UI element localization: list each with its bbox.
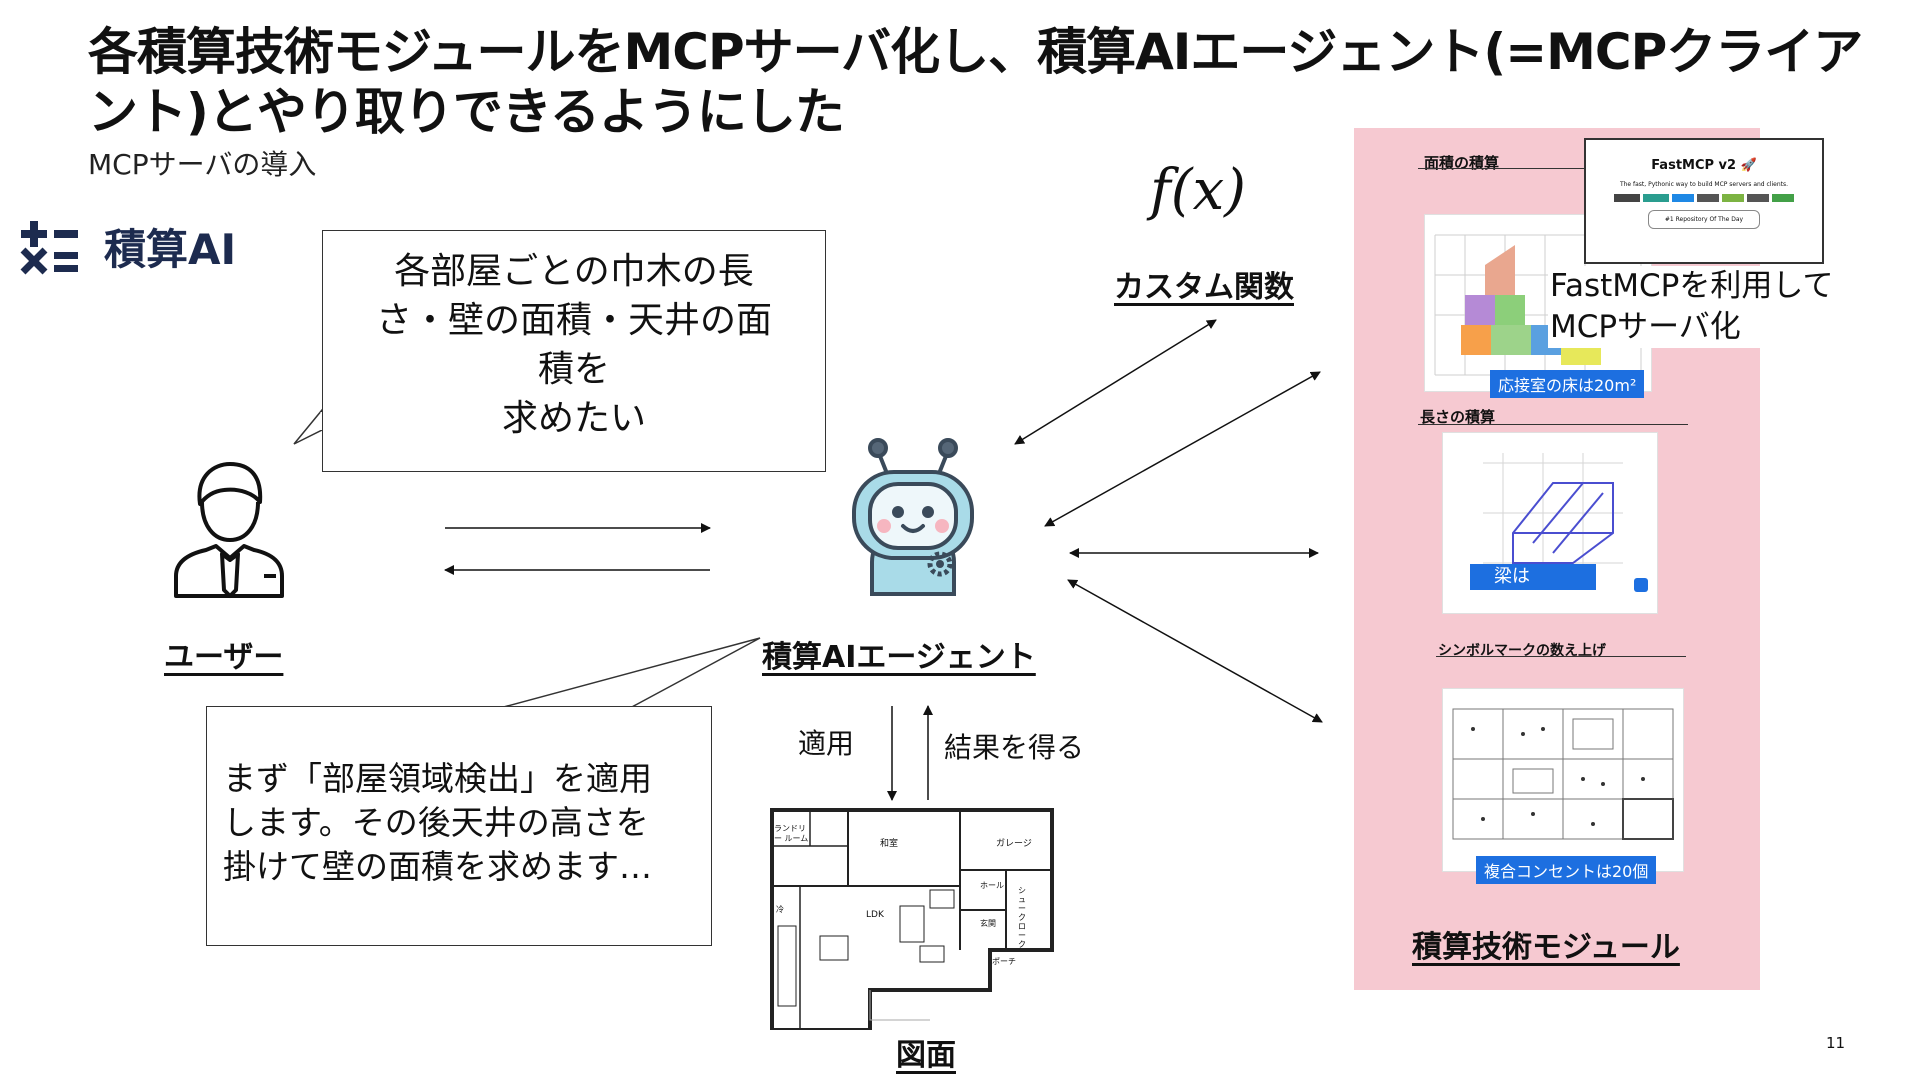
robot-agent-icon bbox=[852, 438, 974, 596]
fastmcp-note: FastMCPを利用して MCPサーバ化 bbox=[1548, 266, 1836, 348]
user-bubble-line: さ・壁の面積・天井の面 bbox=[375, 300, 772, 341]
user-bubble-tail bbox=[293, 407, 323, 445]
logo: 積算AI bbox=[20, 216, 236, 277]
fastmcp-award: #1 Repository Of The Day bbox=[1648, 210, 1760, 229]
agent-label: 積算AIエージェント bbox=[762, 640, 1036, 675]
arrow-agent-area-module bbox=[1044, 371, 1321, 527]
fastmcp-shield bbox=[1722, 194, 1744, 202]
fastmcp-tagline: The fast, Pythonic way to build MCP serv… bbox=[1619, 181, 1789, 188]
room-label: 和室 bbox=[880, 839, 899, 849]
fastmcp-title: FastMCP v2 🚀 bbox=[1651, 158, 1757, 173]
symbol-plan-image bbox=[1452, 708, 1674, 840]
agent-bubble-line: します。その後天井の高さを bbox=[223, 803, 649, 842]
fastmcp-shield bbox=[1697, 194, 1719, 202]
drawing-label: 図面 bbox=[896, 1038, 956, 1073]
room-label: シュー クローク bbox=[1018, 886, 1026, 949]
fastmcp-card: FastMCP v2 🚀 The fast, Pythonic way to b… bbox=[1584, 138, 1824, 264]
room-label: 玄関 bbox=[980, 919, 996, 928]
room-label: 冷 bbox=[776, 905, 784, 914]
custom-function-label: カスタム関数 bbox=[1114, 270, 1294, 305]
user-bubble-line: 各部屋ごとの巾木の長 bbox=[394, 251, 754, 292]
user-icon bbox=[174, 462, 284, 598]
agent-bubble-line: まず「部屋領域検出」を適用 bbox=[223, 759, 652, 798]
agent-bubble-tail bbox=[499, 637, 761, 709]
area-section-rule bbox=[1418, 168, 1668, 169]
length-plan-image bbox=[1483, 453, 1623, 583]
fastmcp-shield bbox=[1614, 194, 1640, 202]
floor-plan-lines bbox=[770, 808, 1054, 1030]
user-bubble-line: 積を bbox=[537, 349, 610, 390]
user-speech-bubble: 各部屋ごとの巾木の長 さ・壁の面積・天井の面 積を 求めたい bbox=[322, 230, 826, 472]
fastmcp-badge-row bbox=[1586, 194, 1822, 202]
logo-icon bbox=[20, 220, 78, 274]
symbol-result-badge: 複合コンセントは20個 bbox=[1476, 856, 1657, 884]
floor-plan-drawing: ランドリー ルーム 和室 ガレージ ホール シュー クローク 玄関 LDK 冷 … bbox=[770, 806, 1054, 1030]
room-label: ポーチ bbox=[992, 957, 1016, 966]
logo-text: 積算AI bbox=[104, 225, 237, 274]
function-symbol: f(x) bbox=[1150, 158, 1247, 223]
apply-label: 適用 bbox=[798, 727, 855, 760]
symbol-module-screenshot bbox=[1442, 688, 1684, 872]
modules-label: 積算技術モジュール bbox=[1412, 930, 1680, 965]
length-badge-plus bbox=[1634, 578, 1648, 592]
length-result-badge: 梁は135m bbox=[1470, 564, 1596, 613]
fastmcp-note-line: MCPサーバ化 bbox=[1550, 309, 1741, 345]
fastmcp-note-line: FastMCPを利用して bbox=[1550, 268, 1834, 304]
area-section-title: 面積の積算 bbox=[1424, 154, 1500, 172]
agent-bubble-line: 掛けて壁の面積を求めます… bbox=[223, 847, 652, 886]
user-label: ユーザー bbox=[164, 640, 284, 675]
fastmcp-shield bbox=[1747, 194, 1769, 202]
room-label: ホール bbox=[980, 881, 1004, 890]
room-label: ガレージ bbox=[996, 839, 1032, 849]
area-result-badge: 応接室の床は20m² bbox=[1490, 370, 1645, 398]
user-bubble-line: 求めたい bbox=[501, 398, 646, 439]
symbol-section-rule bbox=[1436, 656, 1686, 657]
symbol-section-title: シンボルマークの数え上げ bbox=[1438, 643, 1606, 659]
page-number: 11 bbox=[1826, 1034, 1846, 1052]
fastmcp-shield bbox=[1643, 194, 1669, 202]
room-label: LDK bbox=[866, 910, 884, 920]
fastmcp-shield bbox=[1672, 194, 1694, 202]
agent-speech-bubble: まず「部屋領域検出」を適用 します。その後天井の高さを 掛けて壁の面積を求めます… bbox=[206, 706, 712, 946]
get-result-label: 結果を得る bbox=[944, 731, 1085, 764]
slide-title: 各積算技術モジュールをMCPサーバ化し、積算AIエージェント(=MCPクライアン… bbox=[88, 23, 1863, 141]
arrow-agent-symbol-module bbox=[1067, 579, 1323, 723]
room-label: ランドリー ルーム bbox=[774, 824, 809, 843]
arrow-agent-function bbox=[1014, 319, 1217, 445]
fastmcp-shield bbox=[1772, 194, 1794, 202]
slide-subtitle: MCPサーバの導入 bbox=[88, 148, 317, 181]
length-section-title: 長さの積算 bbox=[1420, 408, 1496, 426]
length-section-rule bbox=[1418, 424, 1688, 425]
